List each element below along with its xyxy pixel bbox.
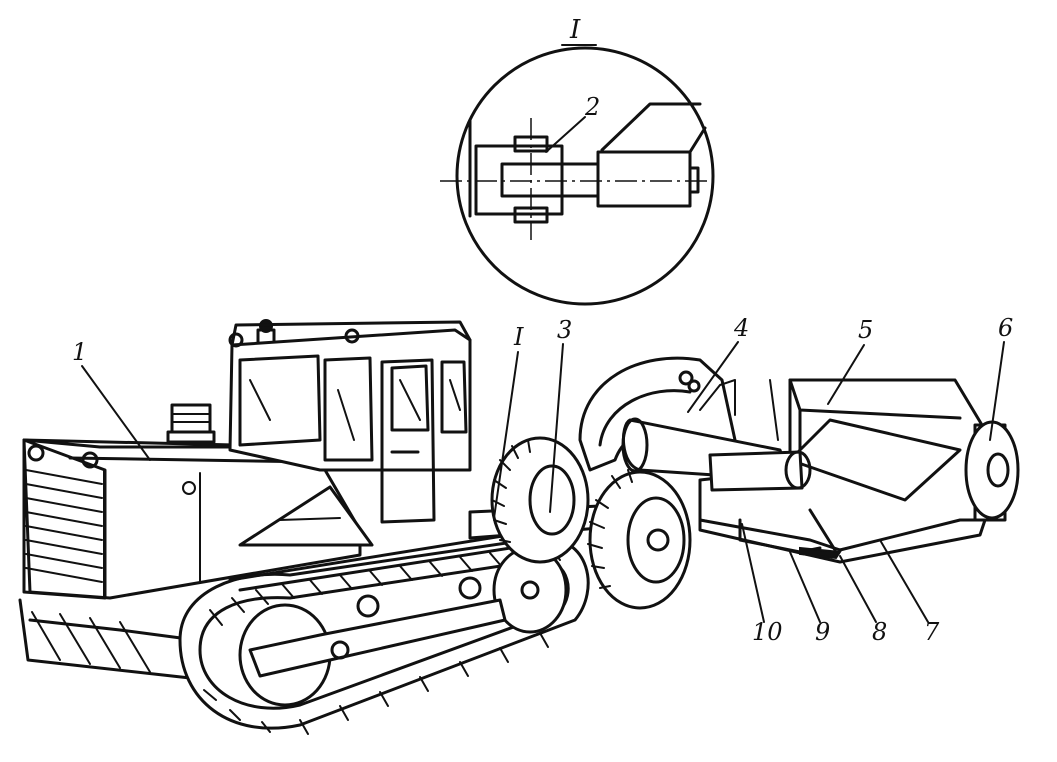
label-6: 6 <box>998 314 1013 342</box>
label-3: 3 <box>557 316 572 344</box>
label-5: 5 <box>858 316 873 344</box>
label-9: 9 <box>815 618 830 646</box>
fender-step <box>238 485 374 547</box>
detail-circle <box>455 46 715 306</box>
scraper-front-wheel-left <box>490 436 590 564</box>
drawbar-nub <box>688 166 700 194</box>
scraper-front-wheel-right <box>587 469 692 610</box>
label-8: 8 <box>872 618 887 646</box>
detail-title: I <box>569 15 581 45</box>
label-7: 7 <box>924 618 940 646</box>
pin-shaft <box>500 162 600 198</box>
crawler-tractor <box>18 319 472 680</box>
radiator-grille <box>22 438 107 600</box>
leader-2 <box>545 116 586 153</box>
scraper <box>578 356 1020 564</box>
track-roller-beam <box>248 598 507 678</box>
label-2: 2 <box>584 93 600 121</box>
air-filter <box>166 403 216 444</box>
drawbar-end <box>596 102 707 208</box>
apron-wedge <box>788 418 962 502</box>
operator-cab <box>228 320 472 524</box>
crawler-track <box>178 528 590 735</box>
label-4: 4 <box>733 314 749 342</box>
headlight-left <box>27 444 45 462</box>
track-left <box>18 598 198 680</box>
label-1: 1 <box>72 338 87 366</box>
scraper-rear-wheel <box>964 420 1020 522</box>
label-10: 10 <box>752 618 783 646</box>
label-I: I <box>513 323 524 351</box>
detail-view-hitch: I 2 <box>440 15 715 306</box>
headlight-right <box>81 451 99 469</box>
clevis-left <box>468 118 564 218</box>
callouts: 1 I 3 4 5 6 7 8 9 10 <box>72 314 1013 646</box>
